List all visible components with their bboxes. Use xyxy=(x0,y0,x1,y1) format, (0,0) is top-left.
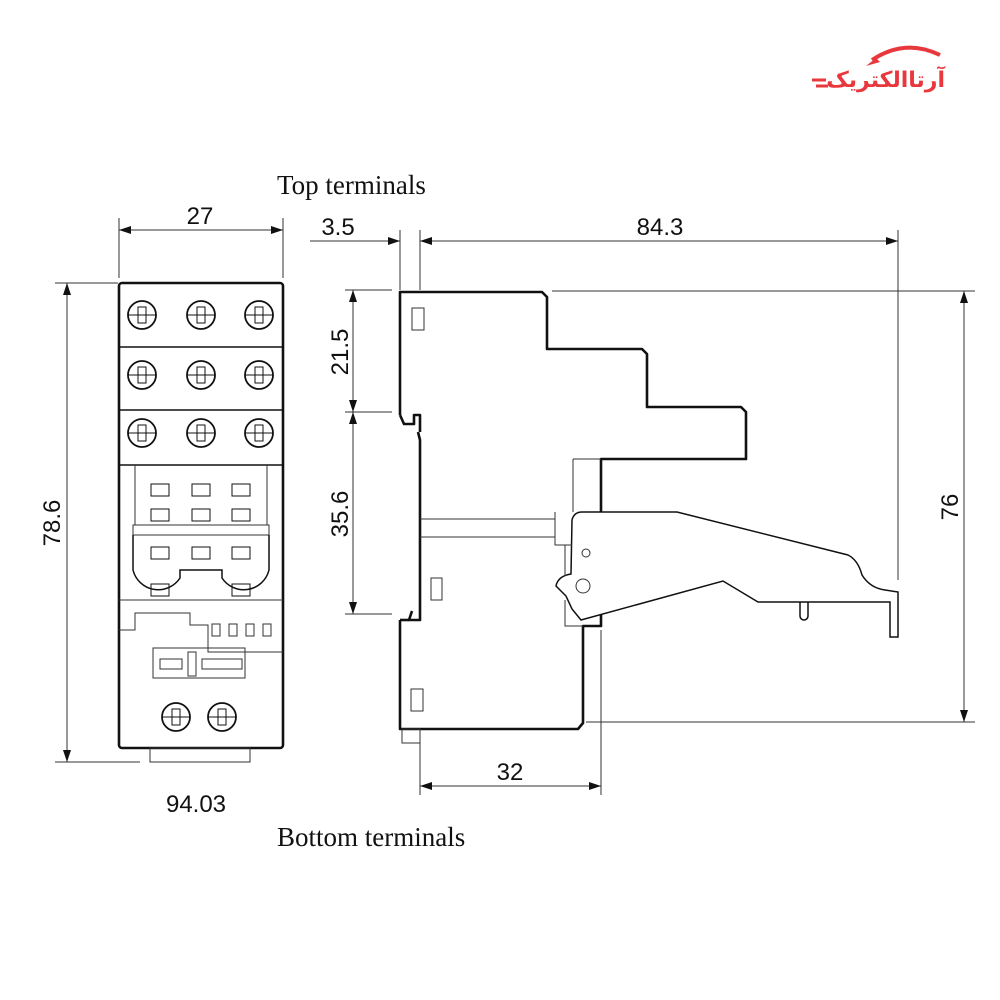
contact-slot xyxy=(231,583,251,597)
contact-slot xyxy=(191,508,211,522)
screw-terminal-icon xyxy=(127,300,157,330)
screw-terminal-icon xyxy=(244,300,274,330)
contact-slot xyxy=(150,583,170,597)
bottom-terminals-label: Bottom terminals xyxy=(277,822,466,852)
dim-bottom-front: 94.03 xyxy=(166,791,226,818)
screw-terminal-icon xyxy=(161,702,191,732)
svg-text:آرتاالکتریک: آرتاالکتریک xyxy=(826,65,945,93)
side-view: 3.5 84.3 21.5 35.6 76 32 xyxy=(310,214,975,795)
contact-slot xyxy=(231,508,251,522)
top-terminals-label: Top terminals xyxy=(277,170,426,200)
contact-slot xyxy=(150,546,170,560)
screw-terminal-icon xyxy=(186,300,216,330)
contact-slot xyxy=(191,546,211,560)
screw-terminal-icon xyxy=(244,418,274,448)
contact-slot xyxy=(150,483,170,497)
dim-depth: 84.3 xyxy=(637,214,684,241)
dim-upper-height: 21.5 xyxy=(327,329,354,376)
contact-slot xyxy=(231,483,251,497)
screw-terminal-icon xyxy=(186,360,216,390)
contact-slot xyxy=(231,546,251,560)
dim-middle-height: 35.6 xyxy=(327,491,354,538)
screw-terminal-icon xyxy=(207,702,237,732)
contact-slot xyxy=(191,483,211,497)
dim-base-depth: 32 xyxy=(497,759,524,786)
dim-width-front: 27 xyxy=(187,203,214,230)
dim-rail-offset: 3.5 xyxy=(321,214,354,241)
screw-terminal-icon xyxy=(127,360,157,390)
contact-slot xyxy=(150,508,170,522)
dim-height-front: 78.6 xyxy=(39,500,66,547)
dim-total-height-side: 76 xyxy=(937,494,964,521)
front-view: 27 78.6 94.03 xyxy=(39,203,285,818)
screw-terminal-icon xyxy=(186,418,216,448)
screw-terminal-icon xyxy=(244,360,274,390)
logo: آرتاالکتریک xyxy=(812,45,945,93)
screw-terminal-icon xyxy=(127,418,157,448)
